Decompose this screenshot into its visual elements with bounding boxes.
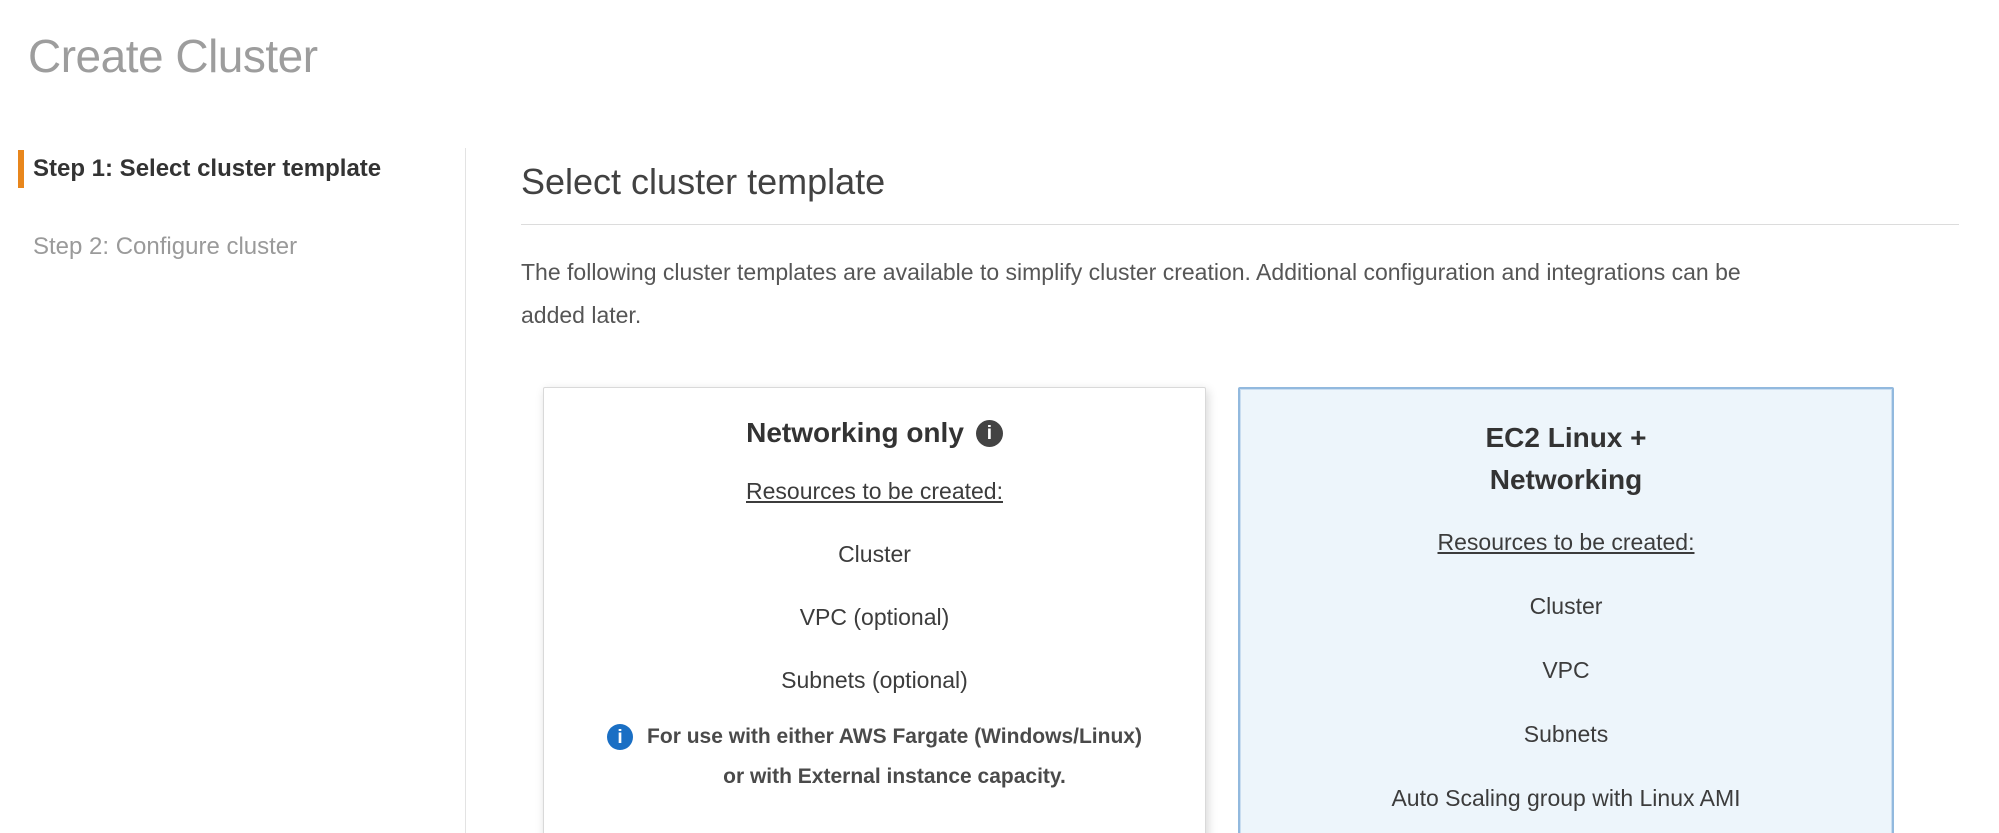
template-card-networking-only[interactable]: Networking only i Resources to be create…	[543, 387, 1206, 833]
resources-label: Resources to be created:	[746, 478, 1003, 504]
resource-item: Cluster	[1529, 593, 1603, 619]
page-title: Create Cluster	[28, 30, 318, 82]
card-title-row: Networking only i	[544, 414, 1205, 452]
card-title: Networking only	[746, 417, 964, 448]
resource-item: Subnets (optional)	[781, 667, 968, 693]
section-description: The following cluster templates are avai…	[521, 259, 1741, 328]
template-card-ec2-linux-networking[interactable]: EC2 Linux + Networking Resources to be c…	[1238, 387, 1894, 833]
info-icon: i	[607, 724, 634, 750]
create-cluster-page: Create Cluster Step 1: Select cluster te…	[0, 30, 1999, 833]
info-icon[interactable]: i	[975, 419, 1003, 447]
card-title-row: EC2 Linux + Networking	[1240, 415, 1892, 501]
resource-item: VPC	[1542, 657, 1590, 683]
content-row: Step 1: Select cluster template Step 2: …	[0, 148, 1999, 833]
cluster-template-cards: Networking only i Resources to be create…	[543, 387, 1959, 833]
resource-item: Cluster	[838, 541, 911, 567]
resource-item: Auto Scaling group with Linux AMI	[1391, 785, 1741, 811]
card-note-text: For use with either AWS Fargate (Windows…	[647, 725, 1142, 788]
resource-item: VPC (optional)	[799, 604, 950, 630]
resource-item: Subnets	[1523, 721, 1609, 747]
wizard-steps-sidebar: Step 1: Select cluster template Step 2: …	[0, 148, 466, 833]
section-heading: Select cluster template	[521, 161, 886, 202]
card-title: EC2 Linux + Networking	[1485, 422, 1647, 495]
card-note: i For use with either AWS Fargate (Windo…	[544, 717, 1205, 797]
sidebar-step-2-configure-cluster: Step 2: Configure cluster	[33, 233, 298, 260]
resources-label: Resources to be created:	[1437, 529, 1695, 555]
heading-divider	[521, 224, 1959, 225]
main-panel: Select cluster template The following cl…	[466, 148, 1999, 833]
sidebar-step-1-select-cluster-template[interactable]: Step 1: Select cluster template	[18, 150, 465, 188]
